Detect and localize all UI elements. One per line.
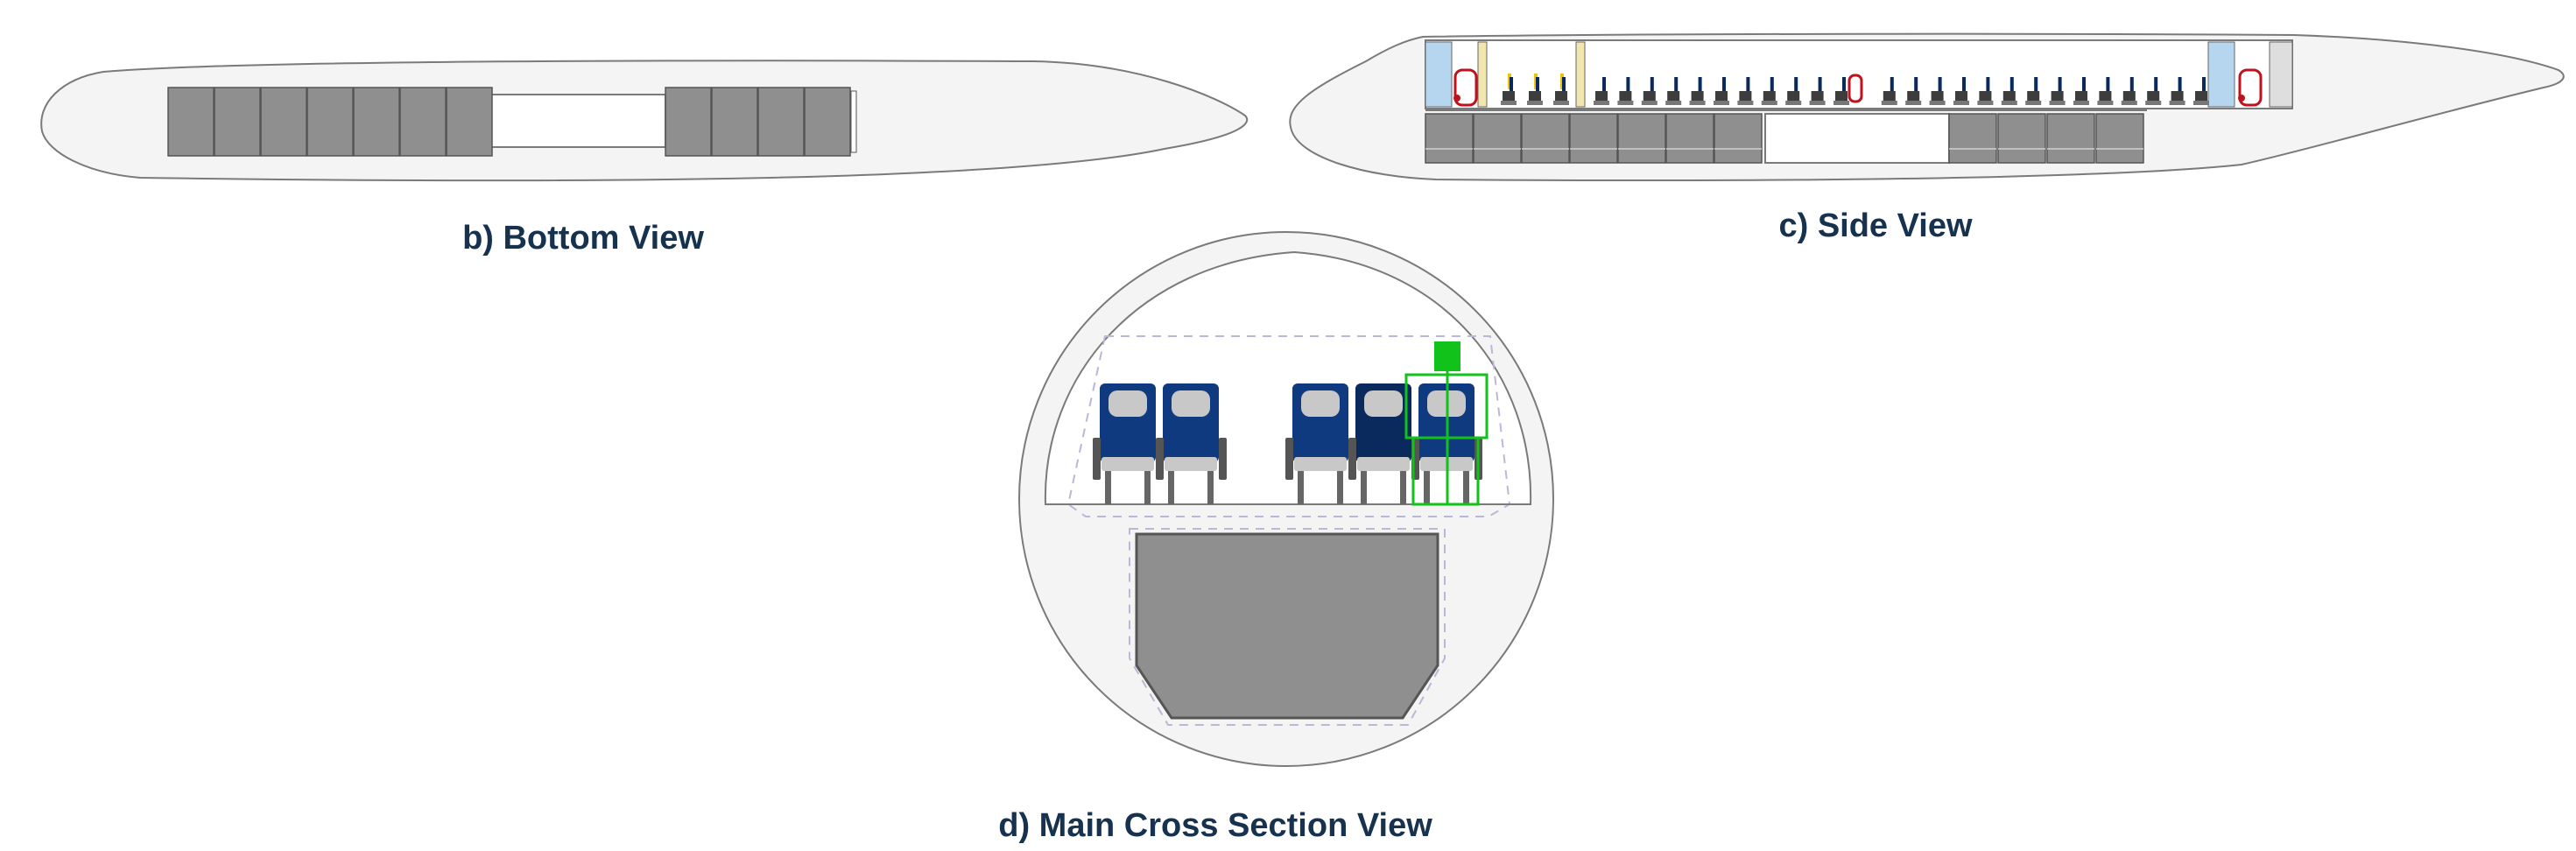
seat-icon (1929, 77, 1946, 105)
armrest (1156, 438, 1164, 480)
cargo-container (1665, 113, 1714, 164)
seat-icon (1501, 77, 1517, 105)
seat-icon (1553, 77, 1569, 105)
passenger-icon (1404, 341, 1489, 506)
armrest (1348, 438, 1356, 480)
door-icon (1453, 68, 1478, 107)
side-lavatory-forward (1425, 41, 1453, 108)
cargo-container (2095, 113, 2144, 164)
side-view: c) Side View (1289, 32, 2565, 244)
seat-icon (1714, 77, 1729, 105)
seat-icon (2121, 77, 2137, 105)
seat-icon (1953, 77, 1969, 105)
seat-icon (2193, 77, 2209, 105)
armrest (1285, 438, 1293, 480)
cargo-container (804, 87, 851, 157)
seat-icon (1100, 383, 1156, 504)
seat-icon (1833, 77, 1849, 105)
cargo-container (1521, 113, 1570, 164)
cargo-container (757, 87, 805, 157)
cross-section-seat-rows (1093, 383, 1482, 504)
cargo-container (2046, 113, 2095, 164)
seat-icon (1689, 77, 1706, 105)
seat-icon (2145, 77, 2162, 105)
seat-icon (1785, 77, 1802, 105)
seat-icon (1905, 77, 1922, 105)
side-galley-forward (1477, 41, 1488, 108)
bottom-center-section (489, 94, 666, 148)
bottom-view-caption: b) Bottom View (462, 220, 704, 257)
seat-icon (1881, 77, 1897, 105)
cross-cargo-hold (1135, 532, 1439, 720)
cross-cargo-envelope (1129, 528, 1446, 726)
door-icon (2238, 68, 2263, 107)
seat-icon (2049, 77, 2066, 105)
seat-icon (1665, 77, 1682, 105)
armrest (1093, 438, 1101, 480)
cargo-container (214, 87, 261, 157)
side-view-caption: c) Side View (1778, 207, 1973, 244)
cross-cabin-envelope (1066, 335, 1511, 517)
cross-section-caption: d) Main Cross Section View (998, 807, 1432, 844)
cargo-container (1425, 113, 1474, 164)
cargo-container (711, 87, 758, 157)
side-lavatory-aft (2207, 41, 2235, 108)
seat-icon (1292, 383, 1348, 504)
seat-icon (2001, 77, 2017, 105)
cargo-container (1714, 113, 1763, 164)
seat-icon (2169, 77, 2185, 105)
seat-icon (1641, 77, 1658, 105)
seat-icon (1355, 383, 1411, 504)
seat-icon (2025, 77, 2042, 105)
cargo-container (665, 87, 712, 157)
cargo-container (167, 87, 215, 157)
cargo-container (446, 87, 493, 157)
seat-icon (1527, 77, 1543, 105)
seat-icon (2073, 77, 2089, 105)
door-icon (1848, 74, 1863, 103)
cargo-container (1473, 113, 1522, 164)
seat-icon (1163, 383, 1219, 504)
cargo-container (306, 87, 354, 157)
cargo-container (1569, 113, 1618, 164)
seat-icon (1809, 77, 1826, 105)
bottom-aft-cargo-holds (665, 87, 857, 157)
side-aft-monument (2269, 41, 2293, 108)
bottom-forward-cargo-holds (167, 87, 493, 157)
seat-icon (1761, 77, 1777, 105)
seat-icon (1737, 77, 1754, 105)
cargo-container (353, 87, 400, 157)
cargo-container (260, 87, 307, 157)
seat-icon (1977, 77, 1994, 105)
passenger-head (1434, 341, 1460, 371)
armrest (1219, 438, 1227, 480)
cross-section-view: d) Main Cross Section View (998, 231, 1554, 844)
cargo-container (1617, 113, 1666, 164)
cargo-container (1997, 113, 2046, 164)
cargo-container (399, 87, 447, 157)
side-galley-mid (1575, 41, 1586, 108)
cargo-container (1948, 113, 1997, 164)
seat-icon (2097, 77, 2114, 105)
cargo-container-end (850, 90, 857, 153)
bottom-view: b) Bottom View (40, 60, 1249, 257)
side-passenger-seats (1501, 77, 2209, 105)
passenger-seat-envelope (1411, 436, 1480, 506)
side-cargo-holds (1425, 113, 2144, 164)
seat-icon (1617, 77, 1634, 105)
side-center-section (1764, 113, 1950, 164)
seat-icon (1594, 77, 1609, 105)
